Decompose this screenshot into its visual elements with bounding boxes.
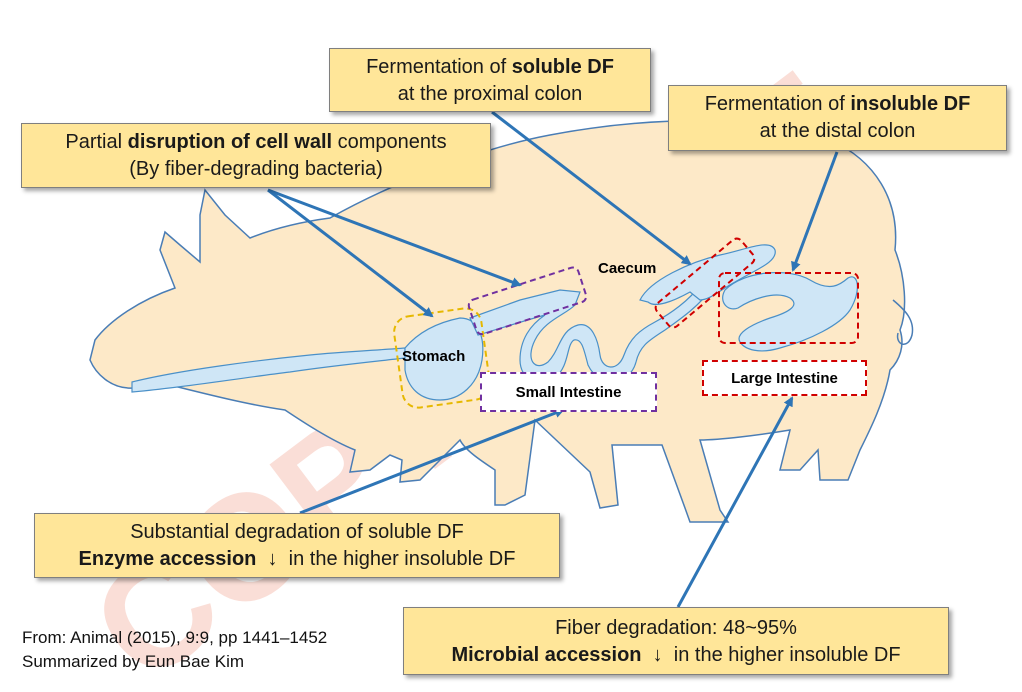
stomach-dashed-region xyxy=(393,307,491,409)
box-substantial-degradation: Substantial degradation of soluble DF En… xyxy=(34,513,560,578)
partial-line1-post: components xyxy=(332,131,447,153)
partial-line2: (By fiber-degrading bacteria) xyxy=(129,158,383,180)
stomach-organ xyxy=(404,317,484,401)
arrow-partial-to-small-intestine xyxy=(267,188,522,287)
arrow-soluble-to-caecum xyxy=(491,110,692,266)
label-small-intestine: Small Intestine xyxy=(480,372,657,412)
arrow-fiber-to-large-intestine xyxy=(676,396,794,608)
box-fiber-degradation: Fiber degradation: 48~95% Microbial acce… xyxy=(403,607,949,675)
pig-tail xyxy=(892,299,914,345)
box-soluble-fermentation: Fermentation of soluble DF at the proxim… xyxy=(329,48,651,112)
fiber-line1: Fiber degradation: 48~95% xyxy=(555,617,797,639)
insoluble-line1-pre: Fermentation of xyxy=(704,93,851,115)
substantial-line2-post: in the higher insoluble DF xyxy=(288,548,516,570)
box-insoluble-fermentation: Fermentation of insoluble DF at the dist… xyxy=(668,85,1007,151)
box-partial-disruption: Partial disruption of cell wall componen… xyxy=(21,123,491,188)
fiber-line2-bold: Microbial accession xyxy=(451,644,642,666)
substantial-down-arrow: ↓ xyxy=(267,548,278,570)
fiber-line2-post: in the higher insoluble DF xyxy=(673,644,901,666)
soluble-line1-bold: soluble DF xyxy=(511,56,614,78)
insoluble-line2: at the distal colon xyxy=(759,120,916,142)
small-intestine-dashed-region xyxy=(467,266,588,336)
soluble-line1-pre: Fermentation of xyxy=(366,56,512,78)
partial-line1-pre: Partial xyxy=(65,131,128,153)
label-large-intestine: Large Intestine xyxy=(702,360,867,396)
large-intestine-dashed-region xyxy=(718,272,859,344)
insoluble-line1-bold: insoluble DF xyxy=(850,93,971,115)
credit-source: From: Animal (2015), 9:9, pp 1441–1452 xyxy=(22,628,328,647)
credit-author: Summarized by Eun Bae Kim xyxy=(22,652,245,671)
large-intestine-organ xyxy=(722,271,858,352)
arrow-partial-to-stomach xyxy=(267,188,434,318)
soluble-line2: at the proximal colon xyxy=(397,83,583,105)
substantial-line1: Substantial degradation of soluble DF xyxy=(130,521,464,543)
partial-line1-bold: disruption of cell wall xyxy=(127,131,333,153)
substantial-line2-bold: Enzyme accession xyxy=(78,548,257,570)
label-stomach: Stomach xyxy=(402,348,466,365)
caecum-dashed-region xyxy=(654,237,756,329)
arrow-insoluble-to-colon xyxy=(791,151,839,272)
fiber-down-arrow: ↓ xyxy=(652,644,663,666)
label-caecum: Caecum xyxy=(598,260,657,277)
arrow-substantial-to-small-intestine xyxy=(299,408,565,515)
